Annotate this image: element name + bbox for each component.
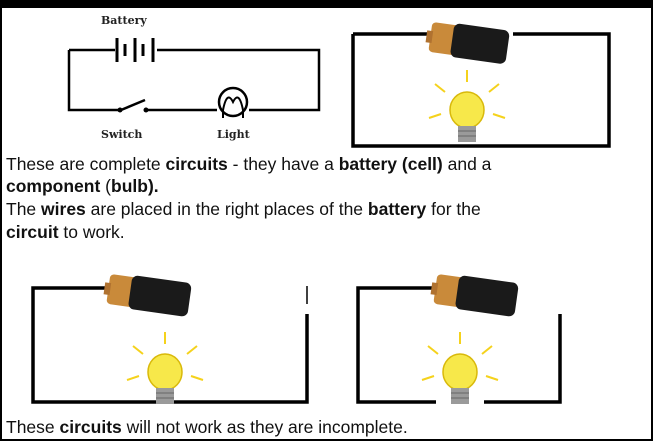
bold-term: bulb). [111,176,159,196]
lightbulb-icon [428,70,506,142]
bold-term: wires [41,199,86,219]
complete-circuit-picture [351,22,611,148]
lightbulb-icon [421,332,499,404]
text-segment: ( [100,176,112,196]
text-line-5: These circuits will not work as they are… [6,416,408,438]
battery-icon [103,274,192,317]
bold-term: circuit [6,222,59,242]
text-segment: are placed in the right places of the [85,199,368,219]
switch-symbol [117,98,149,113]
text-line-3: The wires are placed in the right places… [6,198,481,220]
schematic-wire [67,48,321,112]
text-segment: - they have a [227,154,339,174]
switch-label: Switch [101,128,142,141]
circuit-wire [351,32,611,148]
bold-term: circuits [59,417,122,437]
text-segment: These [6,417,60,437]
circuit-wire [31,286,309,404]
light-label: Light [217,128,251,141]
circuit-schematic: Battery Switch Light [67,14,321,141]
lightbulb-icon [126,332,204,404]
lamp-symbol [217,86,249,118]
incomplete-circuit-picture-2 [356,274,562,404]
text-segment: for the [426,199,481,219]
text-line-4: circuit to work. [6,221,125,243]
text-line-2: component (bulb). [6,175,159,197]
text-segment: The [6,199,42,219]
bold-term: circuits [165,154,228,174]
text-segment: and a [442,154,492,174]
bold-term: battery [367,199,427,219]
text-segment: These are complete [6,154,166,174]
battery-label: Battery [101,14,147,27]
battery-icon [430,274,519,317]
text-segment: to work. [58,222,125,242]
text-segment: will not work as they are incomplete. [121,417,408,437]
incomplete-circuit-picture-1 [31,274,309,404]
circuit-wire [356,286,562,404]
battery-icon [425,22,510,64]
bold-term: component [6,176,101,196]
top-border-bar [2,2,651,8]
bold-term: battery (cell) [338,154,443,174]
text-line-1: These are complete circuits - they have … [6,153,491,175]
battery-symbol [115,38,155,62]
